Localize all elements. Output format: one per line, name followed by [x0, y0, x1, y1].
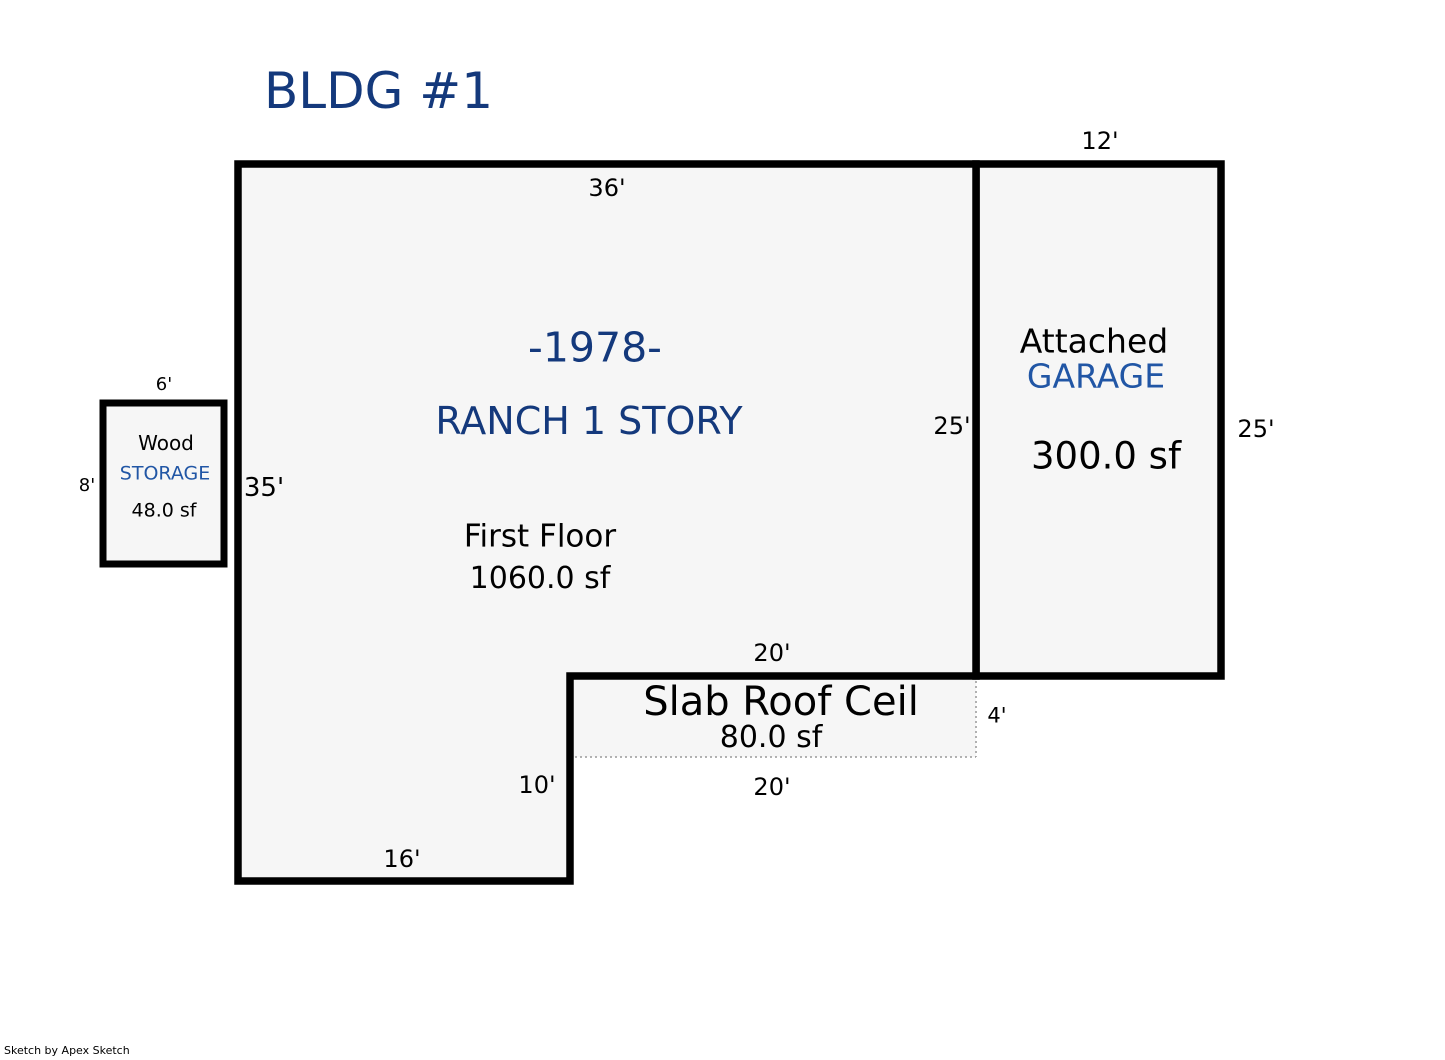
storage-area-value: 48.0 sf	[131, 499, 197, 522]
dimension-notch-top: 20'	[753, 639, 791, 667]
first-floor-label: First Floor	[463, 518, 617, 555]
house-style-label: RANCH 1 STORY	[435, 399, 743, 443]
slab-roof-area-value: 80.0 sf	[719, 720, 823, 755]
slab-area-fill	[570, 676, 976, 757]
dimension-slab-bottom: 20'	[753, 773, 791, 801]
garage-outline	[972, 160, 1225, 680]
storage-label-line2: STORAGE	[119, 462, 211, 485]
slab-roof-label: Slab Roof Ceil	[643, 679, 919, 725]
dimension-house-left: 35'	[243, 473, 285, 503]
garage-area-value: 300.0 sf	[1031, 434, 1181, 478]
storage-label-line1: Wood	[138, 431, 194, 455]
house-outline	[234, 160, 980, 885]
garage-label-line2: GARAGE	[1026, 356, 1166, 396]
sketch-attribution: Sketch by Apex Sketch	[4, 1044, 130, 1057]
dimension-storage-top: 6'	[155, 374, 173, 395]
dimension-house-bottom: 16'	[383, 845, 421, 873]
garage-label-line1: Attached	[1019, 321, 1169, 361]
dimension-storage-left: 8'	[78, 475, 96, 496]
dimension-notch-side: 10'	[518, 771, 556, 799]
dimension-garage-right: 25'	[1237, 415, 1275, 443]
storage-outline	[99, 399, 228, 568]
dimension-house-top: 36'	[588, 174, 626, 202]
dimension-house-right: 25'	[933, 412, 971, 440]
dimension-garage-top: 12'	[1081, 127, 1119, 155]
page-title: BLDG #1	[264, 62, 494, 120]
house-year-built-label: -1978-	[528, 323, 662, 372]
dimension-slab-right: 4'	[987, 703, 1007, 728]
first-floor-area-value: 1060.0 sf	[469, 561, 611, 596]
